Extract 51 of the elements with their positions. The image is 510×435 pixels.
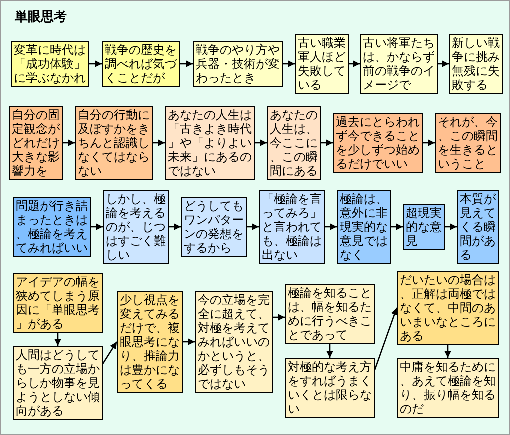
arrow: [183, 338, 195, 346]
box-text: 自分の固定観念がどれだけ大きな影響力を: [12, 108, 60, 178]
arrow: [102, 342, 118, 364]
box-text: それが、今、この瞬間を生きるということ: [438, 115, 498, 171]
box-text: 問題が行き詰まったときは、極論を考えてみればいい: [16, 199, 88, 255]
box-text: 新しい戦争に挑み無残に失敗する: [452, 36, 500, 92]
arrow: [391, 224, 403, 230]
box-text: 少し視点を変えてみるだけで、複眼思考になり、推論力は豊かになってくる: [120, 293, 180, 391]
arrow: [321, 140, 333, 146]
box-text: 古い将軍たちは、かならず前の戦争のイメージで: [363, 36, 435, 92]
arrow: [54, 333, 62, 346]
box-text: 古い職業軍人ほど失敗している: [298, 36, 346, 92]
box-text: 自分の行動に及ぼすかをきちんと認識しなくてはならない: [78, 108, 150, 178]
box-text: 超現実的な意見: [406, 206, 442, 248]
arrow: [255, 140, 267, 146]
arrow: [349, 60, 360, 68]
box-text: 「極論を言ってみろ」と言われても、極論は出ない: [262, 192, 322, 262]
arrow: [326, 344, 334, 358]
box-text: 極論は、意外に非現実的な意見ではなく: [340, 192, 388, 262]
box-text: 中庸を知るために、あえて極論を知り、振り幅を知るのだ: [400, 360, 496, 416]
arrow: [444, 345, 452, 358]
box-text: どうしてもワンパターンの発想をするから: [184, 199, 244, 255]
arrow: [153, 140, 165, 146]
box-text: 本質が見えてくる瞬間がある: [460, 192, 496, 262]
box-text: 戦争のやり方や兵器・技術が変わったとき: [196, 43, 280, 85]
arrow: [273, 314, 285, 321]
box-text: だいたいの場合は、正解は両極ではなくて、中間のあいまいなところにある: [400, 273, 496, 343]
arrow: [374, 308, 398, 370]
arrow: [423, 140, 435, 146]
arrow: [91, 224, 103, 230]
box-text: あなたの人生は、今ここに、この瞬間にある: [270, 108, 318, 178]
box-text: あなたの人生は「古きよき時代」や「よりよい未来」にあるのではない: [168, 108, 252, 178]
arrow: [63, 140, 75, 146]
box-text: アイデアの幅を狭めてしまう原因に「単眼思考」がある: [16, 275, 100, 331]
arrow: [283, 60, 295, 68]
box-text: 今の立場を完全に超えて、対極を考えてみればいいのかというと、必ずしもそうではない: [198, 293, 270, 391]
box-text: 変革に時代は「成功体験」に学ぶなかれ: [14, 43, 86, 85]
arrow: [247, 224, 259, 230]
arrow: [180, 60, 193, 68]
arrow: [325, 224, 337, 230]
box-text: 過去にとらわれず今できることを少しずつ始めるだけでいい: [336, 115, 420, 171]
arrow: [445, 224, 457, 230]
arrow: [89, 60, 102, 68]
box-text: 人間はどうしても一方の立場からしか物事を見ようとしない傾向がある: [16, 348, 100, 418]
box-text: 戦争の歴史を調べれば気づくことだが: [105, 43, 177, 85]
box-text: しかし、極論を考えるのが、じつはすごく難しい: [106, 192, 166, 262]
diagram-title: 単眼思考: [15, 10, 67, 26]
arrow: [169, 224, 181, 230]
box-text: 極論を知ることは、幅を知るために行うべきことであって: [288, 286, 372, 342]
box-text: 対極的な考え方をすればうまくいくとは限らない: [288, 360, 372, 416]
arrow: [438, 60, 449, 68]
